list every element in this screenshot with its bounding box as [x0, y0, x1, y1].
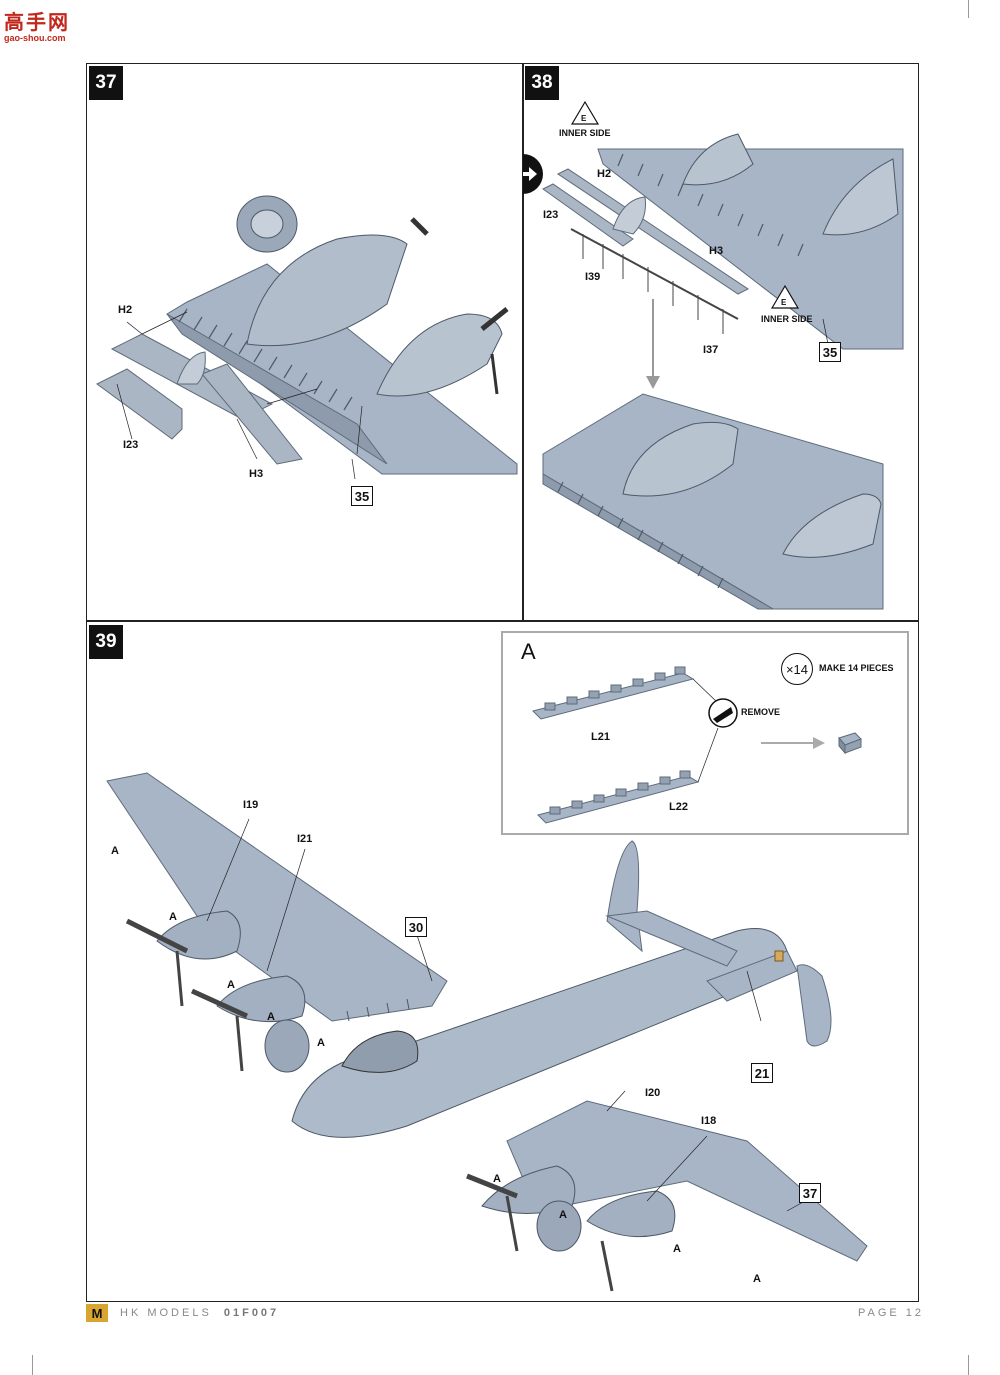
sub-assembly-inset: A ×14 MAKE 14 PIECES — [501, 631, 909, 835]
make-pieces-note: MAKE 14 PIECES — [819, 663, 894, 673]
e-mark: E — [781, 298, 787, 307]
part-label-h3: H3 — [249, 468, 264, 480]
reference-step-box: 35 — [819, 342, 841, 362]
part-label-a: A — [317, 1037, 325, 1049]
step-number: 39 — [89, 625, 123, 659]
part-label-a: A — [753, 1273, 761, 1285]
crop-mark — [32, 1355, 33, 1375]
wing-flap-illustration — [96, 195, 518, 480]
crop-mark — [968, 0, 969, 18]
remove-note: REMOVE — [741, 707, 781, 717]
step-37-panel: 37 — [86, 63, 524, 622]
part-label-a: A — [227, 979, 235, 991]
step-39-panel: 39 A ×14 MAKE 14 PIECES — [86, 620, 919, 1302]
watermark-logo: 高手网 gao-shou.com — [4, 6, 70, 43]
footer-brand: HK MODELS 01F007 — [120, 1307, 279, 1319]
part-label-i20: I20 — [645, 1087, 661, 1099]
part-label-a: A — [111, 845, 119, 857]
reference-step-box: 21 — [751, 1063, 773, 1083]
part-label-i23: I23 — [123, 439, 139, 451]
part-label-a: A — [493, 1173, 501, 1185]
kit-code: 01F007 — [223, 1307, 280, 1319]
part-label-a: A — [559, 1209, 567, 1221]
page-number: PAGE 12 — [858, 1307, 925, 1319]
reference-step-box: 35 — [351, 486, 373, 506]
part-label-i39: I39 — [585, 271, 601, 283]
part-label-i21: I21 — [297, 833, 313, 845]
flap-detail-illustration — [523, 100, 904, 610]
reference-step-box: 30 — [405, 917, 427, 937]
inner-side-note: INNER SIDE — [761, 314, 813, 324]
part-label-l22: L22 — [669, 801, 688, 813]
reference-step-box: 37 — [799, 1183, 821, 1203]
runner-parts-illustration — [532, 666, 862, 824]
inner-side-note: INNER SIDE — [559, 128, 611, 138]
step-number: 37 — [89, 66, 123, 100]
part-label-h3: H3 — [709, 245, 724, 257]
brand-name: HK MODELS — [120, 1307, 212, 1319]
inset-title: A — [521, 639, 536, 664]
part-label-h2: H2 — [597, 168, 612, 180]
watermark-site-url: gao-shou.com — [4, 33, 66, 43]
multiplier-badge: ×14 — [781, 653, 813, 685]
step-38-panel: 38 — [522, 63, 919, 622]
watermark-site-name: 高手网 — [4, 10, 70, 34]
step-number: 38 — [525, 66, 559, 100]
part-label-i23: I23 — [543, 209, 559, 221]
part-label-h2: H2 — [118, 304, 133, 316]
part-label-i19: I19 — [243, 799, 259, 811]
part-label-a: A — [267, 1011, 275, 1023]
part-label-a: A — [673, 1243, 681, 1255]
crop-mark — [968, 1355, 969, 1375]
part-label-i18: I18 — [701, 1115, 717, 1127]
part-label-i37: I37 — [703, 344, 719, 356]
brand-logo: M — [86, 1304, 108, 1322]
aircraft-assembly-illustration — [106, 772, 868, 1292]
part-label-l21: L21 — [591, 731, 610, 743]
e-mark: E — [581, 114, 587, 123]
part-label-a: A — [169, 911, 177, 923]
